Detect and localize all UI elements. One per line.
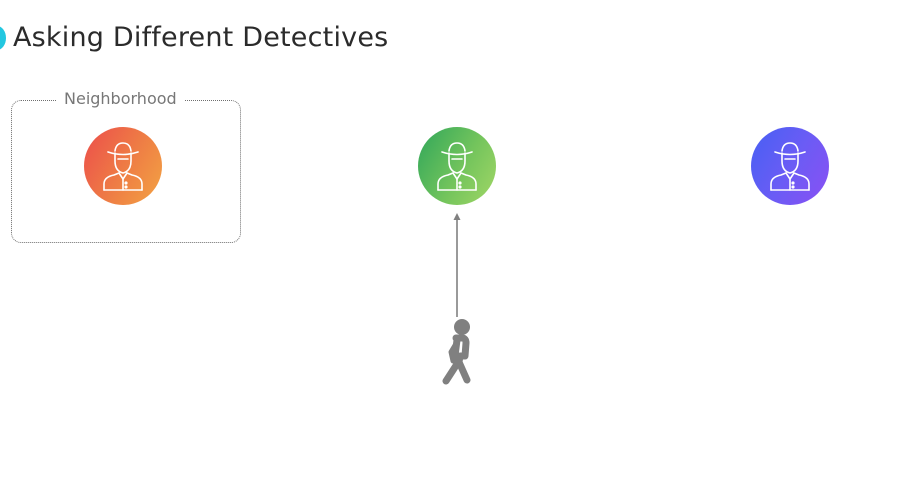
detective-2 bbox=[418, 127, 496, 205]
detective-icon bbox=[103, 142, 143, 191]
detective-icon bbox=[437, 142, 477, 191]
detective-icon bbox=[770, 142, 810, 191]
detective-1 bbox=[84, 127, 162, 205]
arrow-up-icon bbox=[453, 213, 461, 317]
title-accent-dot bbox=[0, 26, 6, 50]
walking-person-icon bbox=[442, 319, 471, 385]
slide-title: Asking Different Detectives bbox=[13, 22, 389, 53]
detective-3 bbox=[751, 127, 829, 205]
neighborhood-label: Neighborhood bbox=[56, 89, 185, 108]
